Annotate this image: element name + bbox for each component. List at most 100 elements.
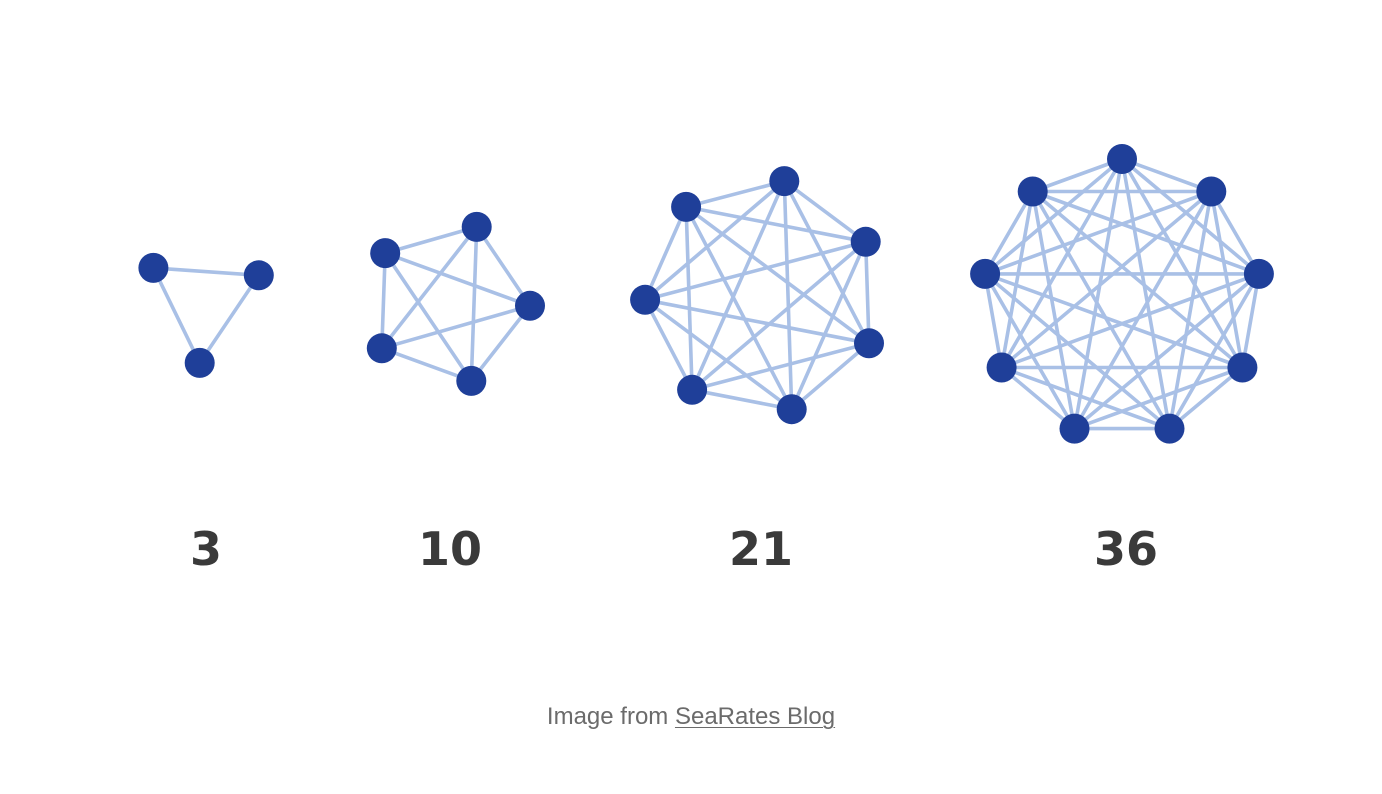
- network-node: [184, 347, 215, 378]
- connection-edge: [983, 157, 1124, 276]
- network-node: [1196, 176, 1227, 207]
- connection-edge: [1120, 157, 1214, 194]
- network-node: [1107, 144, 1137, 174]
- source-link[interactable]: SeaRates Blog: [674, 703, 836, 730]
- connection-edge: [1167, 272, 1261, 431]
- connection-edge: [782, 179, 868, 244]
- connection-edge: [474, 225, 532, 308]
- connection-count-label: 21: [729, 522, 793, 576]
- connection-edge: [684, 205, 794, 412]
- connection-edge: [643, 297, 871, 346]
- network-node: [677, 374, 708, 405]
- connection-edge: [983, 272, 1077, 431]
- network-node: [986, 352, 1017, 383]
- connection-edge: [983, 272, 1004, 370]
- connection-edge: [999, 272, 1261, 370]
- connection-edge: [684, 179, 787, 209]
- connection-edge: [1030, 189, 1077, 431]
- connection-edge: [383, 251, 532, 308]
- network-node: [970, 258, 1001, 289]
- connection-edge: [1120, 157, 1172, 431]
- connection-edge: [999, 365, 1077, 431]
- network-node: [776, 394, 807, 425]
- connection-edge: [1030, 189, 1245, 370]
- network-node: [1059, 413, 1090, 444]
- connection-edge: [383, 251, 474, 383]
- connection-edge: [379, 251, 388, 351]
- connection-edge: [690, 341, 871, 392]
- connection-edge: [643, 297, 694, 392]
- connection-edge: [999, 189, 1214, 370]
- network-node: [671, 191, 702, 222]
- network-node: [461, 211, 492, 242]
- connection-edge: [1072, 365, 1245, 431]
- network-node: [1227, 352, 1258, 383]
- network-node: [138, 252, 169, 283]
- connection-edge: [684, 205, 871, 346]
- image-caption: Image from SeaRates Blog: [0, 703, 1382, 731]
- connection-edge: [684, 205, 868, 244]
- connection-edge: [999, 189, 1035, 370]
- connection-edge: [1209, 189, 1245, 370]
- network-node: [1154, 413, 1185, 444]
- network-node: [370, 238, 401, 269]
- network-node: [1017, 176, 1048, 207]
- graph-3-nodes: [138, 252, 274, 378]
- connection-edge: [151, 266, 202, 365]
- connection-edge: [643, 179, 787, 302]
- connection-edge: [983, 189, 1214, 276]
- graph-9-nodes: [970, 144, 1274, 444]
- connection-edge: [983, 272, 1172, 431]
- connection-edge: [690, 387, 794, 412]
- connection-edge: [1167, 189, 1214, 431]
- connection-count-label: 3: [190, 522, 222, 576]
- connection-edge: [1030, 189, 1261, 276]
- connection-edge: [983, 189, 1035, 276]
- network-node: [854, 328, 884, 359]
- connection-edge: [197, 273, 261, 365]
- graph-7-nodes: [630, 166, 884, 425]
- connection-count-label: 10: [418, 522, 482, 576]
- connection-edge: [1167, 365, 1245, 431]
- connection-edge: [782, 179, 794, 412]
- connection-edge: [999, 157, 1124, 370]
- connection-edge: [1120, 157, 1261, 276]
- connection-edge: [983, 272, 1245, 370]
- connection-edge: [1072, 189, 1214, 431]
- connection-edge: [469, 303, 532, 383]
- connection-edge: [690, 179, 787, 392]
- connection-edge: [379, 225, 479, 351]
- connection-edge: [1030, 157, 1124, 194]
- connection-edge: [151, 266, 261, 278]
- connection-edge: [643, 297, 794, 412]
- connection-edge: [1030, 189, 1172, 431]
- connection-edge: [1240, 272, 1261, 370]
- connection-edge: [379, 303, 532, 351]
- graph-5-nodes: [366, 211, 545, 396]
- connection-edge: [1072, 272, 1261, 431]
- connection-edge: [690, 240, 868, 392]
- network-node: [769, 166, 800, 197]
- network-node: [366, 333, 397, 364]
- connection-edge: [379, 346, 474, 383]
- network-node: [243, 260, 274, 291]
- network-node: [850, 226, 881, 257]
- connection-edge: [1072, 157, 1124, 431]
- connection-edge: [1209, 189, 1261, 276]
- network-node: [515, 290, 545, 321]
- network-node: [1243, 258, 1274, 289]
- connection-edge: [789, 341, 871, 412]
- connection-edge: [863, 240, 871, 346]
- connection-edge: [469, 225, 479, 383]
- connection-edge: [643, 205, 688, 302]
- network-node: [456, 365, 487, 396]
- connection-edge: [1120, 157, 1245, 370]
- connection-edge: [684, 205, 694, 392]
- caption-prefix: Image from: [546, 703, 669, 730]
- connection-edge: [999, 365, 1172, 431]
- network-node: [630, 284, 661, 315]
- connection-edge: [383, 225, 479, 255]
- connection-edge: [782, 179, 871, 346]
- connection-edge: [789, 240, 868, 412]
